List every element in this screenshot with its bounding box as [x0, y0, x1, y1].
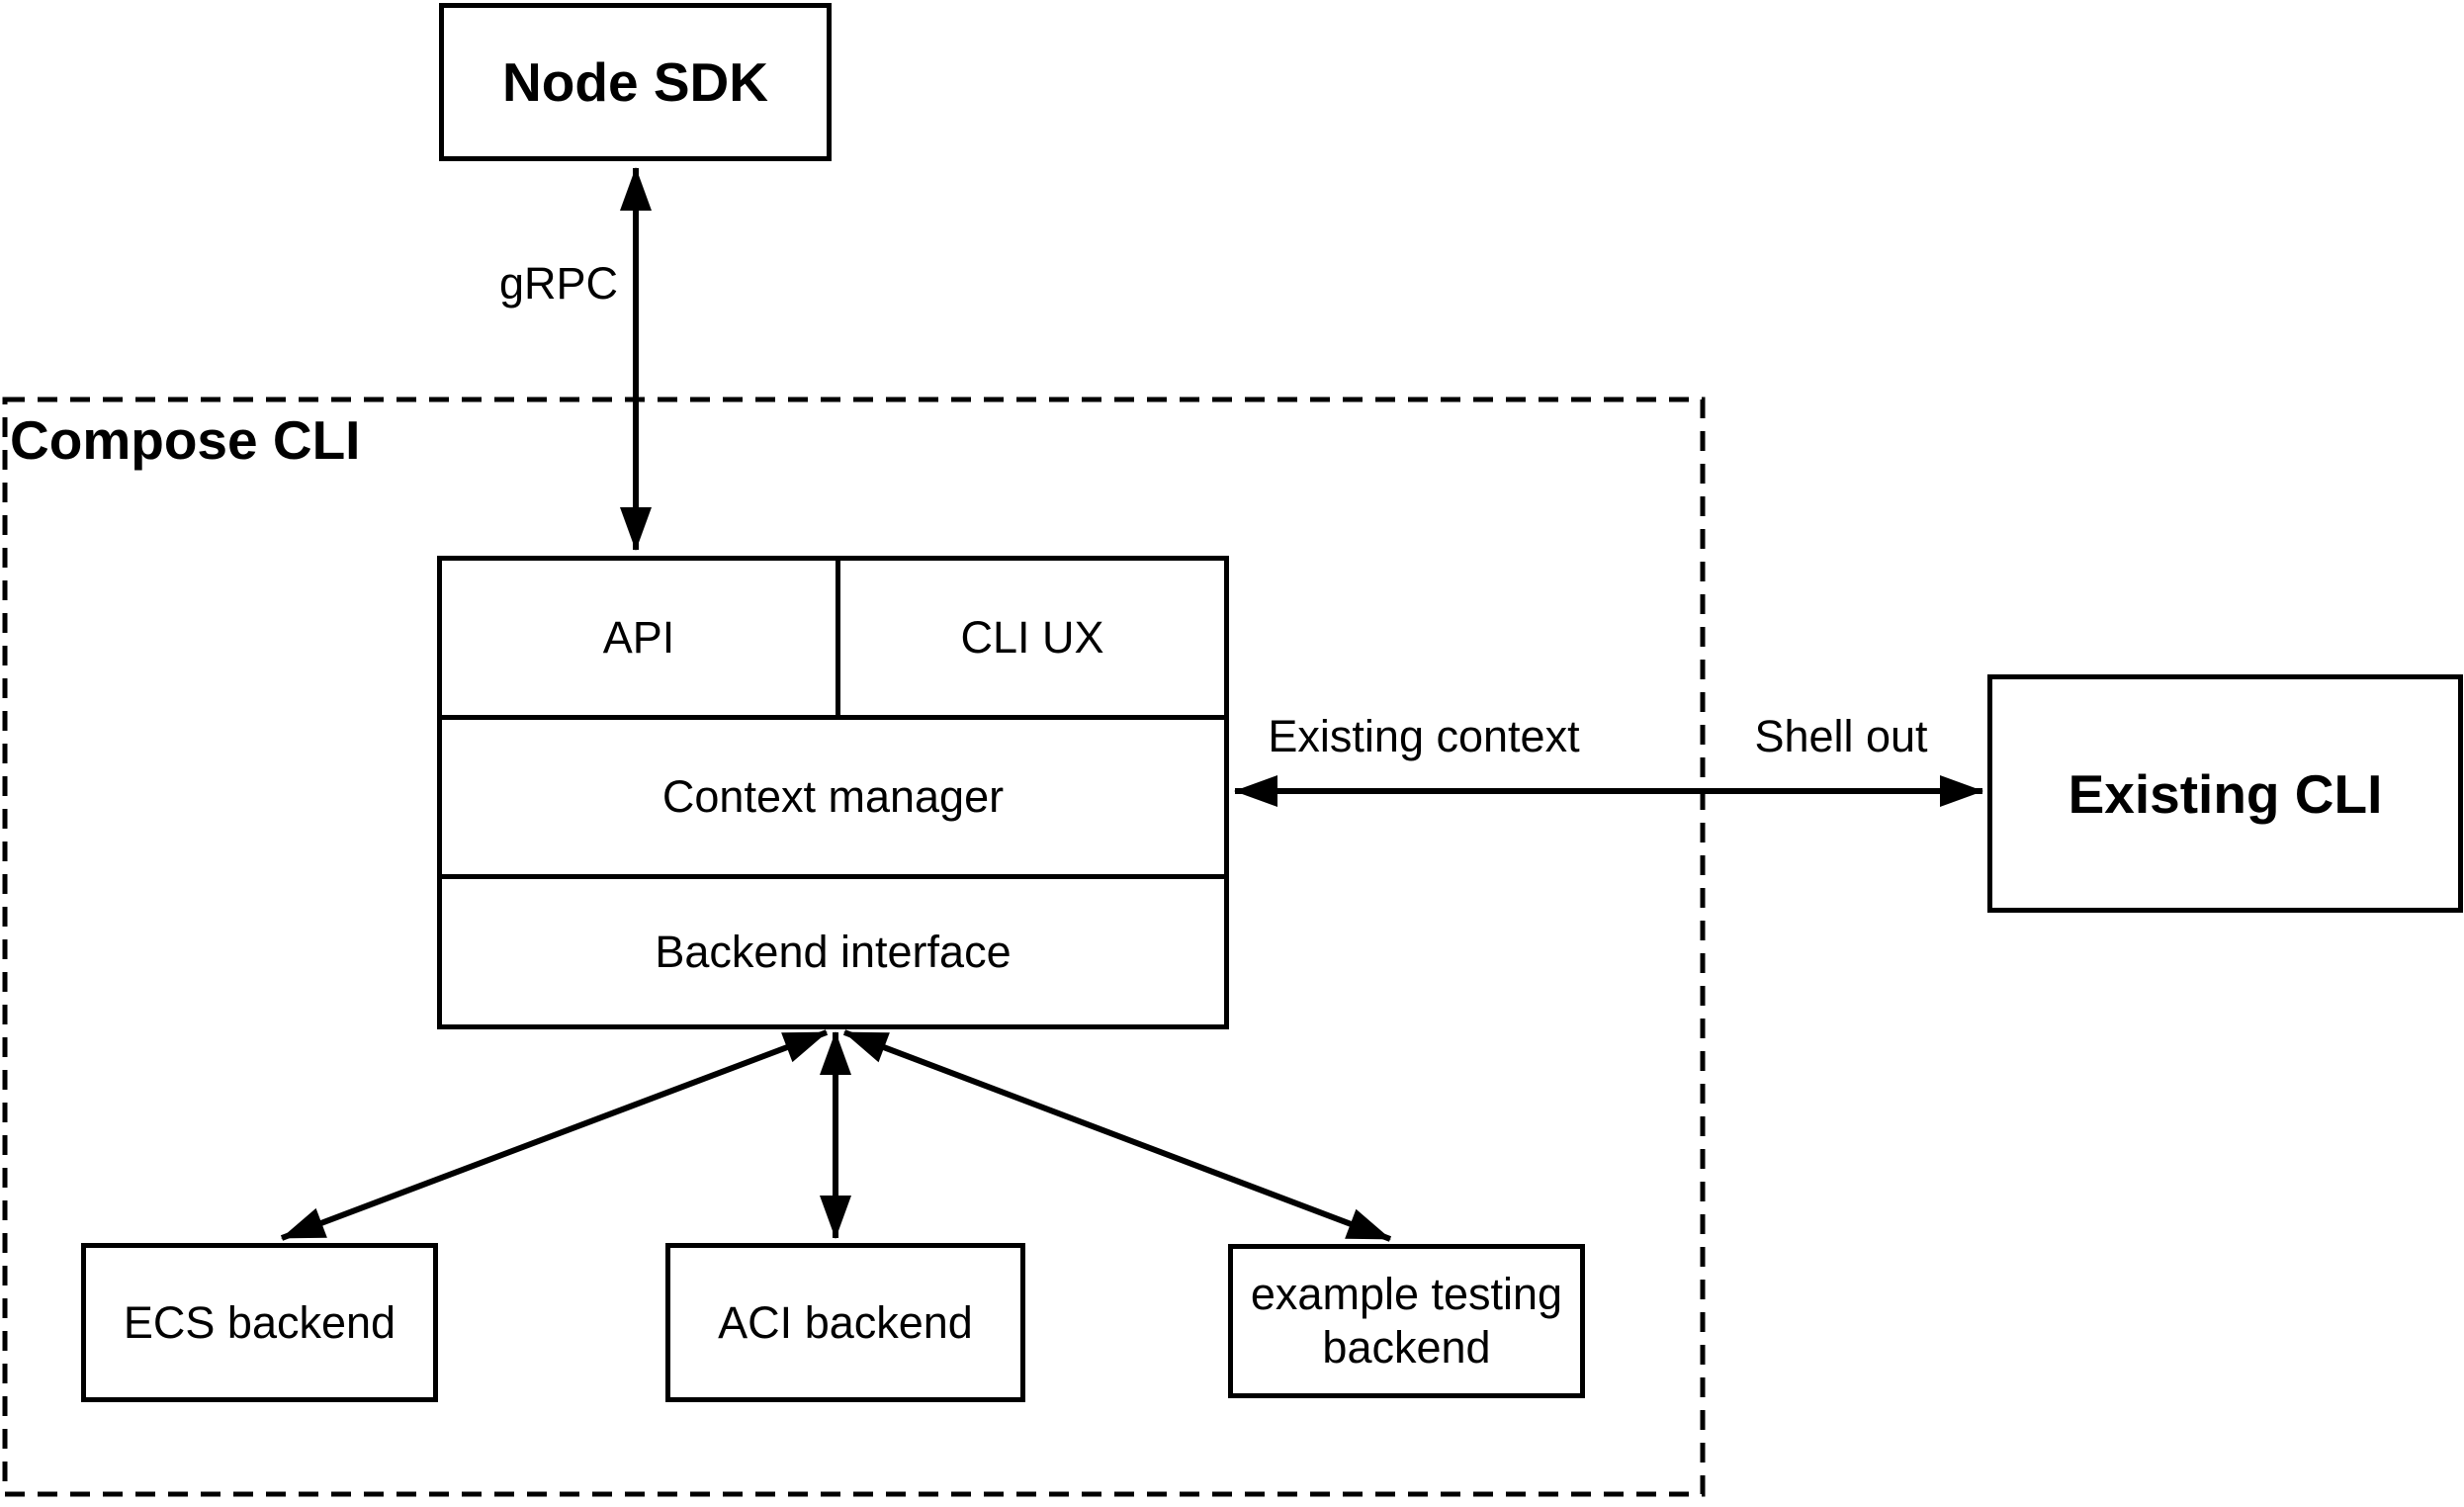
existing-context-edge-label: Existing context	[1268, 711, 1580, 761]
context-manager-box: Context manager	[442, 720, 1224, 879]
existing-cli-box: Existing CLI	[1987, 674, 2463, 913]
ecs-backend-label: ECS backend	[123, 1296, 396, 1348]
compose-cli-container-label: Compose CLI	[10, 409, 361, 471]
cli-ux-box: CLI UX	[840, 561, 1224, 715]
aci-backend-label: ACI backend	[718, 1296, 973, 1348]
ecs-backend-box: ECS backend	[81, 1243, 438, 1402]
backend-interface-label: Backend interface	[655, 926, 1012, 977]
api-cliux-row: API CLI UX	[442, 561, 1224, 720]
node-sdk-box: Node SDK	[439, 3, 832, 161]
existing-cli-label: Existing CLI	[2068, 762, 2383, 825]
backend-interface-box: Backend interface	[442, 879, 1224, 1024]
example-testing-backend-label: example testing backend	[1250, 1269, 1563, 1373]
backend-interface-ecs-arrow	[280, 1029, 829, 1241]
aci-backend-box: ACI backend	[665, 1243, 1025, 1402]
node-sdk-label: Node SDK	[502, 51, 768, 113]
api-label: API	[602, 612, 675, 663]
grpc-edge-label: gRPC	[498, 258, 618, 309]
backend-interface-example-arrow	[842, 1029, 1392, 1242]
shell-out-edge-label: Shell out	[1754, 711, 1928, 761]
context-manager-label: Context manager	[661, 771, 1005, 822]
cli-ux-label: CLI UX	[960, 612, 1104, 663]
api-box: API	[442, 561, 840, 715]
example-testing-backend-box: example testing backend	[1228, 1244, 1585, 1398]
compose-cli-core-box: API CLI UX Context manager Backend inter…	[437, 556, 1229, 1029]
